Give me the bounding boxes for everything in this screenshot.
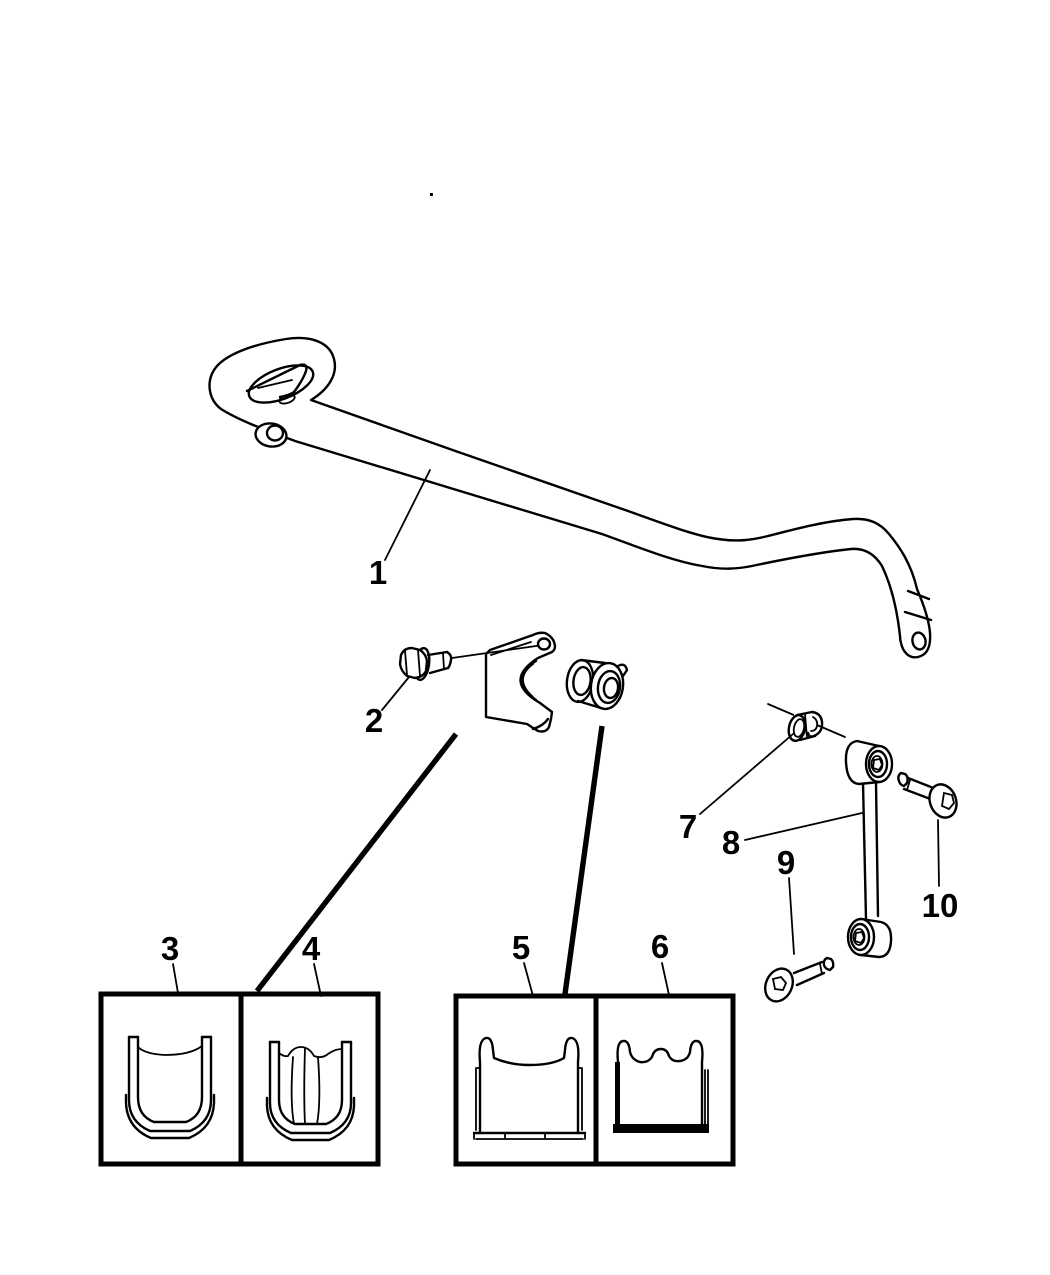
clamp-bolt [398,637,552,682]
print-dot [430,193,433,196]
retainer-variant-a-drawing [124,1035,216,1140]
bracket-lower-ear-edge [531,717,550,731]
link-top-bushing [844,739,894,786]
bar-bushing [565,658,629,711]
callout-8-leader [744,812,863,841]
bolt-axis-line [451,644,544,659]
stabilizer-bar-outline [208,336,932,659]
clamp-variant-b-drawing [613,1039,709,1133]
bar-loop-inner-ring [247,364,315,404]
callouts: 1 2 3 4 5 6 7 8 9 10 [161,469,959,997]
bar-tip-detail [245,363,308,405]
variant-box-group-right [453,993,736,1167]
link-shaft-fill [863,783,878,919]
callout-1-label: 1 [369,554,387,591]
callout-3-leader [172,963,179,994]
bolt-hex-head [398,646,429,680]
callout-6-label: 6 [651,928,669,965]
callout-1-leader [384,469,431,561]
stabilizer-link-assembly [764,703,958,1003]
link-shaft [861,781,880,921]
clamp-variant-a-drawing [472,1036,587,1140]
bushing-notch [616,663,629,678]
callout-5-label: 5 [512,929,530,966]
bar-eyelet-bushing [254,422,288,448]
bolt-shaft [426,650,453,675]
bracket-top-edge-inner [490,641,532,656]
bracket-saddle-arc-3 [522,663,534,698]
bracket-ear-hole [536,637,552,651]
clamp-bracket [484,631,557,733]
link-nut [787,710,824,743]
bushing-bridge-top [579,658,607,665]
bar-end-eye [903,589,933,651]
callout-2-label: 2 [365,702,383,739]
variant-box-group-left [98,991,381,1167]
retainer-with-bushing-drawing [265,1040,356,1142]
callout-4-label: 4 [302,930,321,967]
callout-7-leader [699,733,794,815]
callout-9-label: 9 [777,844,795,881]
link-bottom-bushing [846,917,893,959]
callout-9-leader [788,877,795,955]
stabilizer-bar [208,336,933,659]
callout-10-leader [937,819,940,887]
callout-4-leader [313,963,322,997]
callout-6-leader [661,962,670,996]
bracket-variant-leader [254,732,459,993]
callout-2-leader [381,676,410,711]
callout-10-label: 10 [922,887,959,924]
callout-5-leader [523,962,534,997]
callout-3-label: 3 [161,930,179,967]
clamp-b-thick-left-edge [615,1062,620,1128]
clamp-b-thick-base [613,1124,709,1133]
callout-8-label: 8 [722,824,740,861]
bushing-variant-leader [562,725,605,995]
callout-7-label: 7 [679,808,697,845]
link-bolt-upper [897,771,958,819]
link-bolt-lower [764,956,835,1003]
